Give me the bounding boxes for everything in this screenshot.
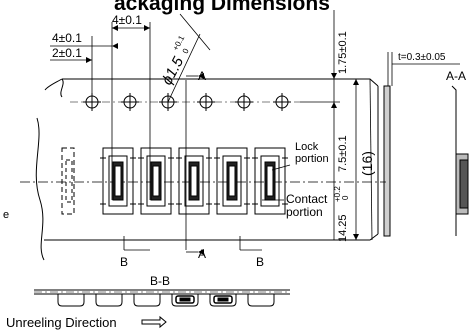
dim-half-pitch: 2±0.1 xyxy=(52,46,82,60)
section-aa-view xyxy=(451,85,469,236)
page-title: ackaging Dimensions xyxy=(114,0,330,15)
dim-pocket-tol-upper: +0.2 xyxy=(333,186,342,202)
dim-edge-to-hole-group: 1.75±0.1 xyxy=(337,31,349,74)
pocket xyxy=(214,147,250,215)
dim-pocket-height-group: 14.25 +0.2 0 xyxy=(333,186,350,242)
callout-contact-line2: portion xyxy=(286,205,323,219)
dim-tape-width: (16) xyxy=(359,151,375,176)
dim-hole-to-pocket-group: 7.5±0.1 xyxy=(337,135,349,172)
section-b-left-label: B xyxy=(120,255,128,269)
dim-tape-width-group: (16) xyxy=(359,151,375,176)
dim-pocket-height: 14.25 xyxy=(337,214,349,242)
section-a-bottom-label: A xyxy=(198,247,206,261)
arrowheads xyxy=(86,25,359,255)
dim-hole-diameter-group: ϕ1.5 +0.1 0 xyxy=(159,34,191,88)
pocket xyxy=(252,147,288,215)
dimension-lines xyxy=(50,10,460,253)
callout-lock-line2: portion xyxy=(295,153,329,165)
pocket xyxy=(176,147,212,215)
dim-edge-to-hole: 1.75±0.1 xyxy=(337,31,349,74)
pocket xyxy=(138,147,174,215)
dim-pitch-left: 4±0.1 xyxy=(52,31,82,45)
dim-thickness: t=0.3±0.05 xyxy=(398,52,446,63)
callout-contact-line1: Contact xyxy=(286,192,328,206)
section-bb-view xyxy=(34,289,290,307)
arrow-right-icon xyxy=(141,315,167,329)
dim-hole-to-pocket: 7.5±0.1 xyxy=(337,135,349,172)
section-aa-view-label: A-A xyxy=(446,69,466,83)
edge-letter: e xyxy=(3,209,9,221)
dim-pocket-tol-lower: 0 xyxy=(341,195,350,200)
pockets xyxy=(61,147,288,215)
unreeling-direction-label: Unreeling Direction xyxy=(6,315,117,330)
dim-hole-tol-lower: 0 xyxy=(181,47,191,56)
callout-lock-line1: Lock xyxy=(295,141,319,153)
pocket-partial xyxy=(61,147,75,215)
section-bb-view-label: B-B xyxy=(150,274,170,288)
section-a-top-label: A xyxy=(198,69,206,83)
component-in-pocket xyxy=(175,295,233,304)
dim-pitch-top: 4±0.1 xyxy=(112,13,142,27)
pocket xyxy=(100,147,136,215)
dim-hole-diameter: ϕ1.5 xyxy=(159,54,188,88)
section-b-right-label: B xyxy=(256,255,264,269)
